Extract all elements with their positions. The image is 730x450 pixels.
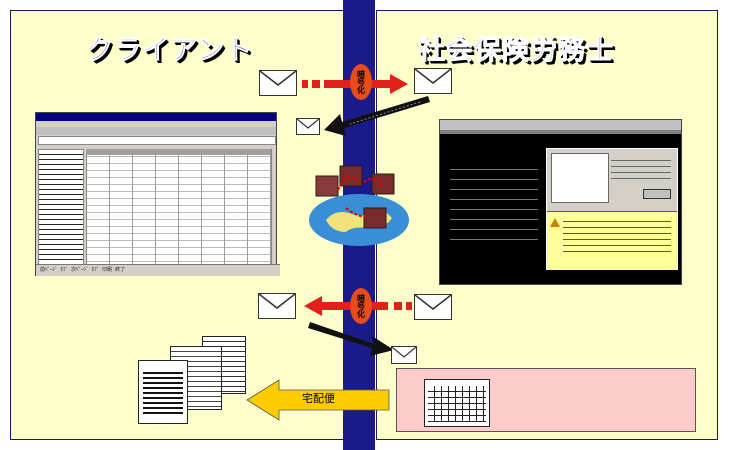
- spreadsheet-window: 前ﾍﾟｰｼﾞ ﾀﾌﾞ 次ﾍﾟｰｼﾞ ﾀﾌﾞ 印刷 終了: [35, 112, 280, 276]
- grid-header: [86, 149, 270, 155]
- status-tab[interactable]: 印刷: [102, 267, 113, 273]
- data-grid: [86, 149, 272, 265]
- status-tab[interactable]: ﾀﾌﾞ: [60, 267, 69, 273]
- dialog-preview: [551, 153, 609, 203]
- courier-arrow: [246, 379, 390, 421]
- status-tab[interactable]: 終了: [115, 267, 126, 273]
- warning-panel: [547, 211, 677, 270]
- envelope-icon: [259, 70, 297, 96]
- status-tab[interactable]: ﾀﾌﾞ: [91, 267, 100, 273]
- courier-label: 宅配便: [302, 392, 335, 405]
- status-bar: 前ﾍﾟｰｼﾞ ﾀﾌﾞ 次ﾍﾟｰｼﾞ ﾀﾌﾞ 印刷 終了: [36, 264, 280, 276]
- window-titlebar: [440, 120, 681, 130]
- toolbar-row: [36, 127, 276, 135]
- dialog-text: [611, 155, 671, 181]
- warning-text: [563, 216, 671, 256]
- envelope-icon: [414, 294, 452, 320]
- status-tab[interactable]: 前ﾍﾟｰｼﾞ: [40, 267, 58, 273]
- menu-bar: [440, 130, 681, 134]
- completed-form: [424, 379, 490, 427]
- dialog-window: [439, 119, 682, 285]
- return-arrow-top: [324, 96, 430, 136]
- encryption-badge-bottom: 暗号化: [350, 288, 372, 324]
- client-title: クライアント: [86, 35, 253, 67]
- printed-form: [138, 360, 188, 424]
- envelope-icon: [414, 68, 452, 94]
- dialog-box: [546, 148, 678, 270]
- envelope-icon: [391, 346, 417, 364]
- warning-icon: [550, 218, 560, 227]
- envelope-icon: [258, 293, 296, 319]
- status-tab[interactable]: 次ﾍﾟｰｼﾞ: [71, 267, 89, 273]
- send-arrow-bottom: [304, 296, 412, 316]
- dialog-ok-button[interactable]: [643, 189, 671, 199]
- encryption-badge-top: 暗号化: [350, 64, 372, 100]
- tab-strip: [38, 136, 276, 145]
- form-table: [143, 369, 183, 415]
- return-arrow-bottom: [308, 322, 394, 356]
- task-list: [450, 160, 538, 246]
- form-grid: [428, 386, 486, 422]
- window-titlebar: [36, 113, 276, 121]
- envelope-icon: [296, 118, 320, 135]
- send-arrow-top: [302, 74, 408, 94]
- sharoushi-title: 社会保険労務士: [418, 35, 614, 67]
- sidebar-list: [38, 149, 84, 265]
- network-globe-icon: [309, 165, 409, 246]
